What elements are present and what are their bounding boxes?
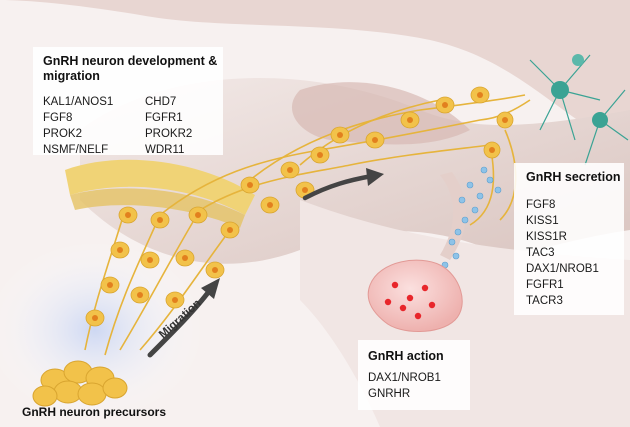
gene-item: KISS1R (526, 229, 599, 245)
gene-item: KISS1 (526, 213, 599, 229)
gene-item: FGF8 (43, 110, 113, 126)
gene-item: PROK2 (43, 126, 113, 142)
gene-item: PROKR2 (145, 126, 192, 142)
development-genes-col2: CHD7 FGFR1 PROKR2 WDR11 (145, 94, 192, 158)
gene-item: WDR11 (145, 142, 192, 158)
gene-item: FGFR1 (145, 110, 192, 126)
secretion-panel-title: GnRH secretion (526, 170, 620, 185)
secretion-genes-list: FGF8 KISS1 KISS1R TAC3 DAX1/NROB1 FGFR1 … (526, 197, 599, 309)
action-panel-title: GnRH action (368, 349, 444, 364)
action-genes-panel: GnRH action DAX1/NROB1 GNRHR (358, 340, 470, 410)
gene-item: TAC3 (526, 245, 599, 261)
gene-item: FGFR1 (526, 277, 599, 293)
kisspeptin-neuron-3 (572, 54, 584, 66)
development-genes-col1: KAL1/ANOS1 FGF8 PROK2 NSMF/NELF (43, 94, 113, 158)
development-genes-panel: GnRH neuron development & migration KAL1… (33, 47, 223, 155)
development-panel-title: GnRH neuron development & migration (43, 54, 218, 84)
gene-item: TACR3 (526, 293, 599, 309)
action-genes-list: DAX1/NROB1 GNRHR (368, 370, 441, 402)
kisspeptin-neuron-2 (592, 112, 608, 128)
gene-item: FGF8 (526, 197, 599, 213)
kisspeptin-neuron-1 (551, 81, 569, 99)
gene-item: CHD7 (145, 94, 192, 110)
gene-item: DAX1/NROB1 (526, 261, 599, 277)
gene-item: KAL1/ANOS1 (43, 94, 113, 110)
gene-item: GNRHR (368, 386, 441, 402)
gene-item: DAX1/NROB1 (368, 370, 441, 386)
gene-item: NSMF/NELF (43, 142, 113, 158)
precursors-label: GnRH neuron precursors (22, 405, 166, 419)
secretion-genes-panel: GnRH secretion FGF8 KISS1 KISS1R TAC3 DA… (514, 163, 624, 315)
